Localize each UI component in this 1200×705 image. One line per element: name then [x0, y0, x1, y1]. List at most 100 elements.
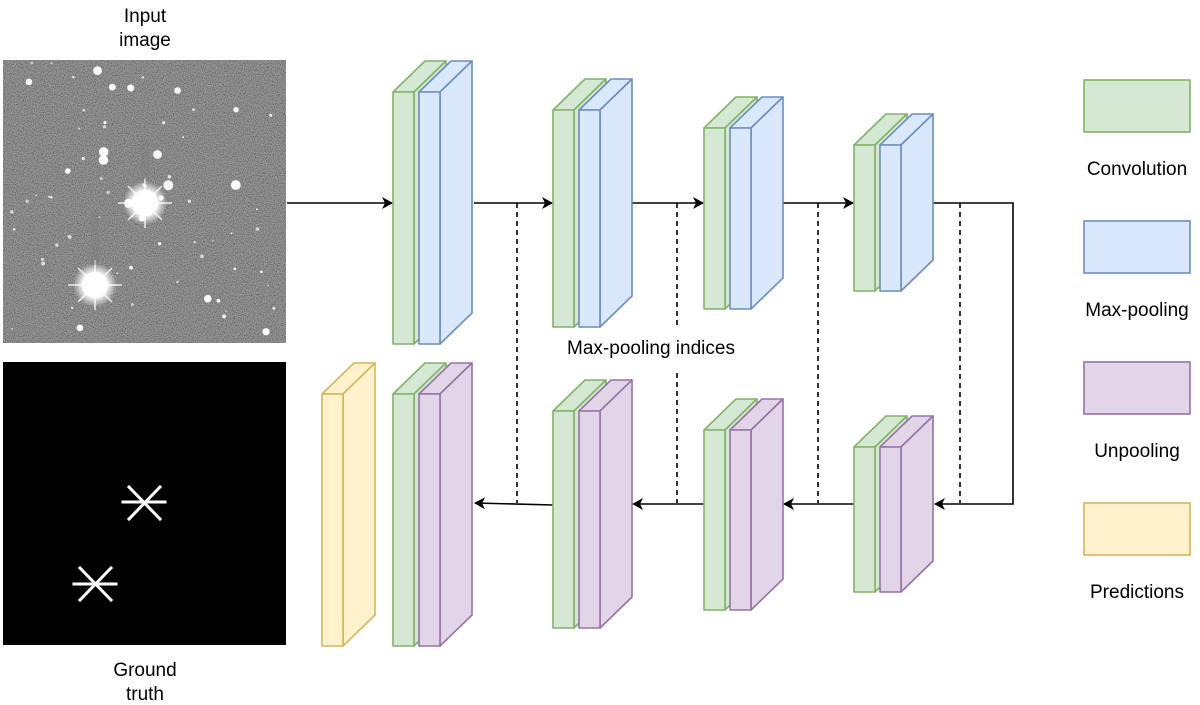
legend-label-max-pooling: Max-pooling: [1085, 300, 1189, 321]
decoder-2-unpooling-block-side-face: [599, 379, 633, 629]
encoder-4-convolution-block-front-face: [853, 144, 876, 292]
star: [230, 232, 233, 235]
star: [25, 78, 33, 86]
decoder-3-unpooling-block: [729, 398, 784, 611]
star: [72, 75, 75, 79]
layer-blocks: [321, 60, 934, 647]
legend-label-unpooling: Unpooling: [1094, 441, 1180, 462]
star: [49, 196, 53, 199]
star: [187, 199, 191, 203]
star: [141, 76, 145, 79]
decoder-4-unpooling-block: [879, 415, 934, 593]
star: [78, 127, 81, 130]
star: [109, 83, 116, 91]
star: [103, 121, 107, 125]
star: [98, 155, 109, 165]
star: [98, 147, 109, 157]
arrow-bottleneck: [933, 202, 1014, 510]
star: [158, 242, 162, 246]
star: [162, 121, 166, 125]
encoder-3-max-pooling-block-front-face: [729, 127, 752, 310]
star: [55, 243, 59, 247]
star: [176, 280, 179, 283]
decoder-4-unpooling-block-front-face: [879, 446, 902, 593]
star: [267, 284, 269, 287]
decoder-1-unpooling-block: [418, 362, 473, 647]
star: [260, 270, 263, 274]
legend-swatch-max-pooling: [1083, 220, 1191, 274]
legend-swatch-unpooling: [1083, 361, 1191, 415]
star: [50, 62, 53, 65]
decoder-4-unpooling-block-side-face: [900, 415, 934, 593]
star: [222, 314, 227, 319]
arrow-dec2-to-dec1: [474, 497, 554, 510]
ground-truth-label-line2: truth: [126, 684, 164, 705]
star: [192, 108, 195, 112]
star: [163, 180, 174, 191]
decoder-3-unpooling-block-side-face: [750, 398, 784, 611]
star: [10, 210, 14, 214]
decoder-flow-arrows: [474, 497, 854, 510]
star: [106, 190, 110, 194]
decoder-1-unpooling-block-side-face: [439, 362, 473, 647]
legend-swatch-convolution: [1083, 79, 1191, 133]
ground-truth-image: [3, 362, 286, 645]
star: [35, 194, 37, 197]
star-marker: [121, 484, 167, 522]
decoder-4-convolution-block-front-face: [853, 446, 876, 593]
encoder-4-max-pooling-block-front-face: [879, 144, 902, 292]
star: [116, 272, 119, 275]
star: [167, 175, 171, 179]
star: [233, 107, 239, 113]
star: [48, 195, 51, 198]
encoder-1-max-pooling-block: [418, 60, 473, 345]
max-pooling-indices-label: Max-pooling indices: [567, 338, 735, 359]
star: [230, 180, 241, 190]
decoder-1-convolution-block-front-face: [392, 393, 415, 647]
star: [41, 257, 44, 261]
star: [224, 310, 227, 313]
encoder-1-convolution-block-front-face: [392, 91, 415, 345]
encoder-3-max-pooling-block: [729, 96, 784, 310]
star: [12, 228, 16, 231]
star: [102, 125, 107, 129]
star: [193, 241, 196, 244]
star: [212, 239, 214, 242]
input-image-label-line2: image: [119, 30, 171, 51]
encoder-1-max-pooling-block-side-face: [439, 60, 473, 345]
star: [204, 294, 212, 303]
decoder-2-unpooling-block-front-face: [578, 410, 601, 629]
star: [25, 199, 29, 203]
encoder-2-convolution-block-front-face: [552, 109, 575, 328]
decoder-2-unpooling-block: [578, 379, 633, 629]
input-image-label-line1: Input: [124, 6, 167, 27]
star: [65, 168, 71, 174]
input-image: [3, 60, 286, 343]
star: [131, 303, 134, 306]
encoder-2-max-pooling-block: [578, 78, 633, 328]
star: [200, 254, 204, 259]
encoder-3-convolution-block-front-face: [703, 127, 726, 310]
star: [129, 265, 133, 270]
star: [99, 177, 103, 180]
star: [81, 156, 86, 161]
star: [30, 61, 34, 65]
star: [182, 136, 185, 139]
legend-label-convolution: Convolution: [1087, 159, 1187, 180]
star: [174, 87, 181, 94]
star-marker: [72, 565, 118, 603]
star: [11, 328, 13, 330]
star: [256, 208, 258, 211]
star: [82, 108, 86, 112]
star: [127, 85, 130, 89]
legend: ConvolutionMax-poolingUnpoolingPredictio…: [1083, 79, 1191, 603]
decoder-3-convolution-block-front-face: [703, 429, 726, 611]
star: [272, 307, 276, 310]
star: [216, 298, 221, 303]
decoder-3-unpooling-block-front-face: [729, 429, 752, 611]
star: [255, 227, 260, 231]
star: [93, 66, 102, 75]
encoder-4-max-pooling-block: [879, 113, 934, 292]
encoder-4-max-pooling-block-side-face: [900, 113, 934, 292]
legend-label-predictions: Predictions: [1090, 582, 1184, 603]
